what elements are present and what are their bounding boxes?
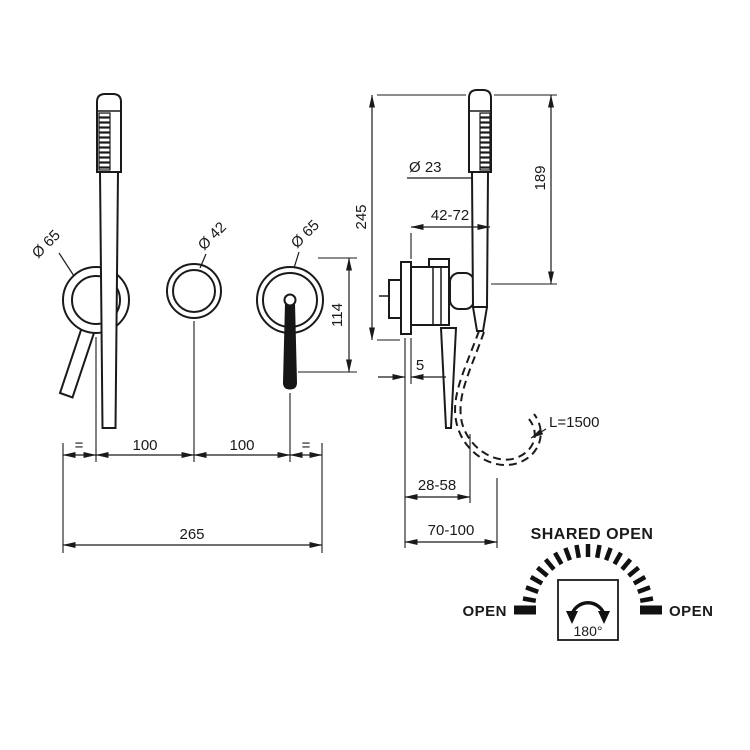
rotation-arc-ticks — [522, 544, 654, 604]
handshower-cone-side — [471, 306, 489, 332]
rough-in-box — [388, 279, 402, 319]
wall-flange — [400, 261, 412, 335]
mixer-lever-side — [439, 327, 458, 429]
rotation-arrowhead-left — [566, 611, 578, 624]
diameter-label-middle: Ø 42 — [195, 219, 230, 254]
rotation-arrowhead-right — [598, 611, 610, 624]
mixer-hub — [283, 293, 297, 307]
handshower-handle-side — [470, 171, 490, 308]
diameter-label-left: Ø 65 — [29, 227, 64, 262]
open-right-label: OPEN — [669, 603, 714, 620]
diameter-label-handshower: Ø 23 — [409, 159, 442, 176]
extension-lines-side — [377, 94, 557, 548]
dim-total-height-label: 245 — [353, 204, 370, 229]
dim-equal-right-label: = — [302, 437, 311, 454]
dim-depth-range-upper-label: 42-72 — [431, 207, 469, 224]
dim-spacing-right-label: 100 — [229, 437, 254, 454]
outlet-escutcheon-inner — [172, 269, 216, 313]
dim-total-width-label: 265 — [179, 526, 204, 543]
open-left-label: OPEN — [462, 603, 507, 620]
dim-depth-range-lower-label: 28-58 — [418, 477, 456, 494]
rotation-diagram: SHARED OPEN OPEN OPEN 180° — [462, 526, 714, 641]
rotation-box — [557, 579, 619, 641]
side-view — [379, 89, 542, 466]
handshower-holder-side — [449, 272, 475, 310]
diameter-label-right: Ø 65 — [288, 217, 323, 252]
rotation-angle-label: 180° — [574, 623, 603, 639]
side-view-dimensions: 245 189 Ø 23 42-72 5 28-58 70-100 L=1500 — [353, 94, 599, 548]
valve-body — [410, 266, 450, 326]
dimension-lines-front — [58, 251, 352, 548]
dim-equal-left-label: = — [75, 437, 84, 454]
handshower-handle-front — [98, 171, 120, 429]
rotation-title: SHARED OPEN — [531, 526, 654, 543]
hose-outer-curve — [454, 330, 542, 466]
dim-handle-drop-label: 114 — [329, 303, 346, 327]
valve-top-detail — [428, 258, 450, 268]
dim-trim-depth-label: 5 — [416, 357, 424, 374]
hose-inner-curve — [459, 331, 536, 461]
mixer-lever-angled — [58, 325, 96, 399]
handshower-sprayface-side — [479, 112, 491, 171]
hose-length-label: L=1500 — [549, 414, 599, 431]
handshower-sprayface-front — [98, 112, 111, 171]
mixer-lever-vertical — [282, 302, 298, 390]
rotation-arrow-arc — [570, 601, 606, 615]
front-view — [58, 93, 324, 429]
dim-depth-overall-label: 70-100 — [428, 522, 475, 539]
dim-spacing-left-label: 100 — [132, 437, 157, 454]
dimension-lines-side — [369, 94, 554, 545]
dim-handshower-height-label: 189 — [532, 165, 549, 190]
